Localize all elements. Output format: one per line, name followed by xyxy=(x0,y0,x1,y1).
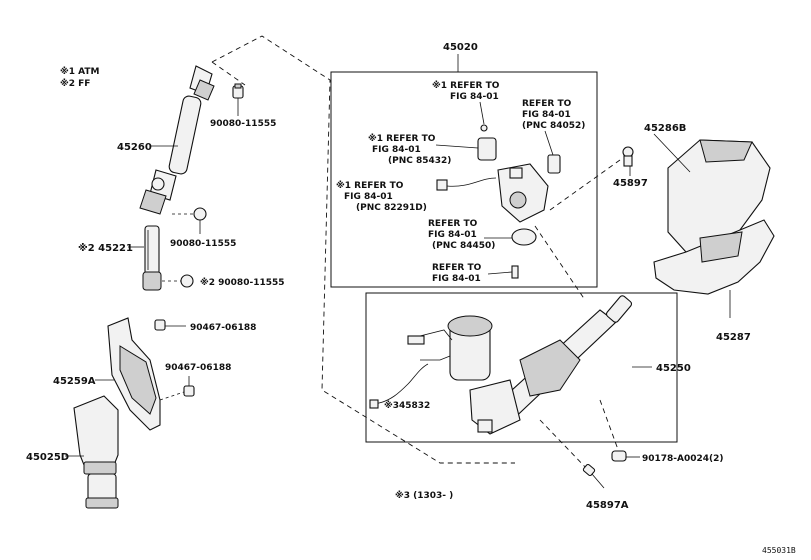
label-screw-b: 90467-06188 xyxy=(165,363,231,373)
ref-c-line1: REFER TO xyxy=(428,219,478,229)
steering-column-45250[interactable] xyxy=(407,295,633,435)
small-screw[interactable] xyxy=(480,124,488,132)
bolt-lower[interactable] xyxy=(162,274,194,288)
dashed-column-to-bolt xyxy=(539,419,589,471)
column-cover-lower-45287[interactable] xyxy=(653,219,775,295)
assembly-dashed-outline xyxy=(211,35,515,464)
nut-90178[interactable] xyxy=(611,450,627,462)
column-assembly-box-45250 xyxy=(365,292,678,443)
dashed-leader-upper xyxy=(211,61,246,86)
label-45897a: 45897A xyxy=(586,500,629,511)
lock-screw[interactable] xyxy=(511,265,519,279)
label-45221: ※2 45221 xyxy=(78,242,133,254)
ref-l1-line1: ※1 REFER TO xyxy=(368,133,436,144)
label-345832: ※345832 xyxy=(384,400,430,411)
lock-assembly-box-45020 xyxy=(330,71,598,288)
label-bolt-mid: 90080-11555 xyxy=(170,239,236,249)
ref-l2-line1: ※1 REFER TO xyxy=(336,180,404,191)
leader-ref-top xyxy=(479,101,485,125)
label-45260: 45260 xyxy=(117,142,152,153)
cover-45259a[interactable] xyxy=(107,317,161,431)
legend-atm: ※1 ATM xyxy=(60,66,100,77)
screw-b[interactable] xyxy=(159,385,195,401)
legend-ff: ※2 FF xyxy=(60,78,90,89)
dashed-column-to-nut xyxy=(599,399,621,456)
screw-a[interactable] xyxy=(154,319,166,331)
label-45897: 45897 xyxy=(613,178,648,189)
ref-l2-line2: FIG 84-01 xyxy=(344,192,393,202)
ref-top-line2: FIG 84-01 xyxy=(450,92,499,102)
column-cover-upper-45286b[interactable] xyxy=(667,139,771,253)
ref-c-line3: (PNC 84450) xyxy=(432,241,495,251)
label-90178: 90178-A0024(2) xyxy=(642,454,724,464)
leader-45286b xyxy=(653,133,691,173)
label-screw-a: 90467-06188 xyxy=(190,323,256,333)
switch-85432[interactable] xyxy=(477,137,497,161)
bolt-mid[interactable] xyxy=(172,207,207,221)
drawing-id: 455031B xyxy=(762,546,796,555)
footnote: ※3 (1303- ) xyxy=(395,490,453,501)
bolt-45897a[interactable] xyxy=(582,463,605,489)
label-bolt-lower: ※2 90080-11555 xyxy=(200,277,285,288)
label-45025d: 45025D xyxy=(26,452,69,463)
ref-r-line1: REFER TO xyxy=(522,99,572,109)
ref-r-line3: (PNC 84052) xyxy=(522,121,585,131)
ref-l1-line2: FIG 84-01 xyxy=(372,145,421,155)
ref-l1-line3: (PNC 85432) xyxy=(388,156,451,166)
dashed-lock-to-column xyxy=(534,225,586,301)
label-45287: 45287 xyxy=(716,332,751,343)
shaft-45221[interactable] xyxy=(142,225,162,291)
ref-l2-line3: (PNC 82291D) xyxy=(356,203,427,213)
label-45250: 45250 xyxy=(656,363,691,374)
ref-c-line2: FIG 84-01 xyxy=(428,230,477,240)
boot-45025d[interactable] xyxy=(73,395,119,509)
sensor-345832[interactable] xyxy=(369,363,429,409)
leader-ref-l1 xyxy=(435,144,479,149)
label-45286b: 45286B xyxy=(644,123,686,134)
ref-b-line2: FIG 84-01 xyxy=(432,274,481,284)
ref-b-line1: REFER TO xyxy=(432,263,482,273)
transponder-coil-84450[interactable] xyxy=(511,228,537,246)
bolt-upper[interactable] xyxy=(232,83,244,99)
connector-82291d[interactable] xyxy=(436,179,448,191)
ref-r-line2: FIG 84-01 xyxy=(522,110,571,120)
leader-ref-r xyxy=(544,130,554,156)
label-45259a: 45259A xyxy=(53,376,96,387)
intermediate-shaft-45260[interactable] xyxy=(139,65,215,215)
leader-ref-b xyxy=(487,271,513,275)
switch-84052[interactable] xyxy=(547,154,561,174)
wire-82291d xyxy=(446,177,497,187)
ref-top-line1: ※1 REFER TO xyxy=(432,80,500,91)
label-45020: 45020 xyxy=(443,42,478,53)
bolt-45897[interactable] xyxy=(622,146,634,167)
label-bolt-upper: 90080-11555 xyxy=(210,119,276,129)
ignition-lock-housing[interactable] xyxy=(497,163,549,223)
